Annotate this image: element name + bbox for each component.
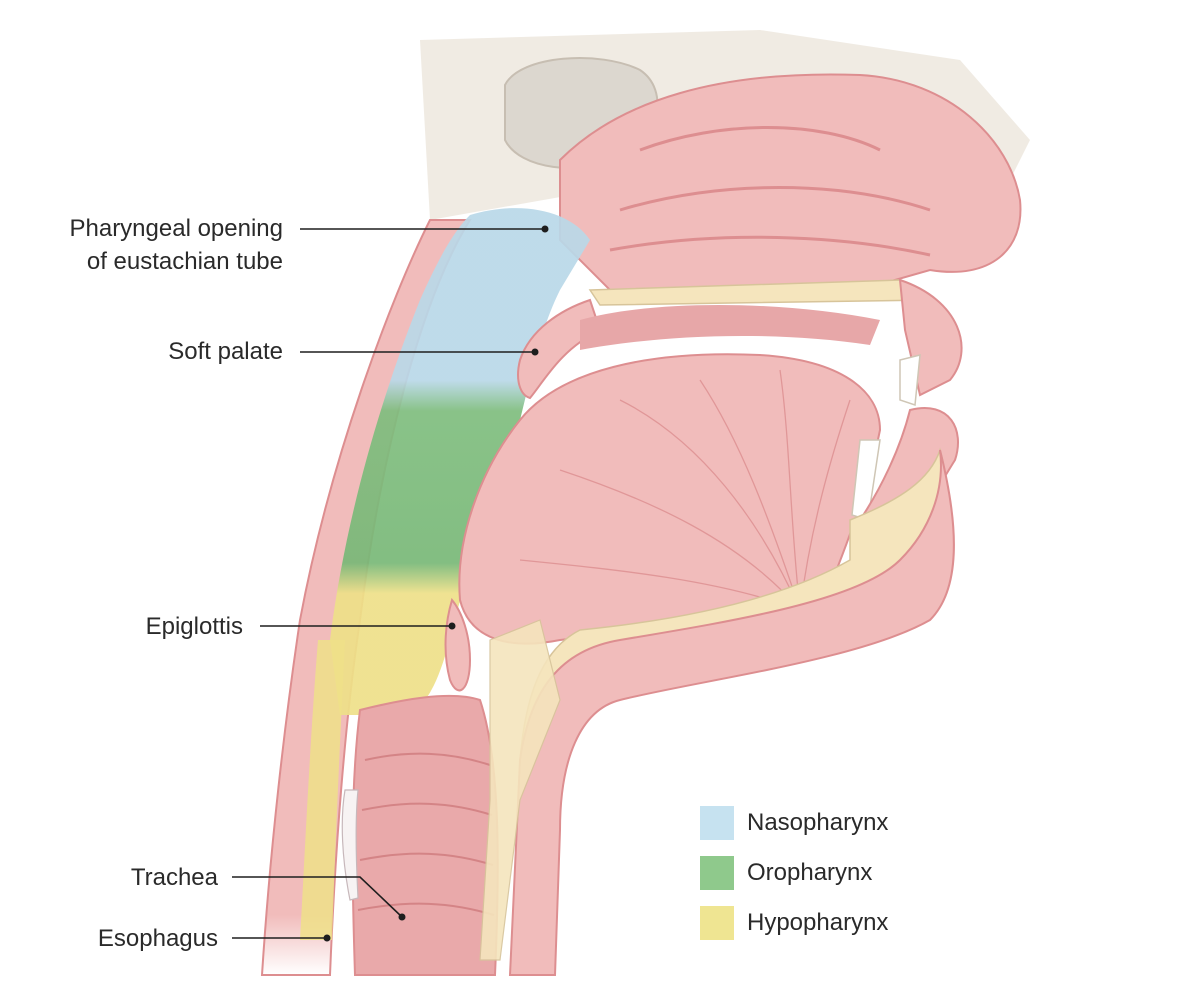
legend-label-nasopharynx: Nasopharynx — [747, 809, 889, 836]
dot-trachea — [398, 913, 406, 921]
leader-dots — [323, 225, 549, 942]
larynx-trachea — [351, 694, 499, 976]
dot-eustachian — [541, 225, 549, 233]
dot-epiglottis — [448, 622, 456, 630]
tracheal-rings — [357, 752, 495, 916]
pharynx-airway — [330, 208, 590, 716]
legend-swatch-nasopharynx — [700, 806, 734, 840]
legend-label-oropharynx: Oropharynx — [747, 859, 873, 886]
legend-swatch-oropharynx — [700, 856, 734, 890]
nasal-turbinate-upper — [639, 126, 881, 152]
hypopharynx-lower — [300, 640, 345, 940]
nasal-turbinate-lower — [609, 235, 931, 257]
dot-esophagus — [323, 934, 331, 942]
dot-soft-palate — [531, 348, 539, 356]
label-pharyngeal-opening-line2: of eustachian tube — [86, 248, 283, 275]
label-esophagus: Esophagus — [97, 925, 218, 952]
label-pharyngeal-opening-line1: Pharyngeal opening — [69, 215, 283, 242]
label-epiglottis: Epiglottis — [145, 613, 243, 640]
nasal-turbinate-middle — [619, 186, 931, 212]
label-pharyngeal-opening: Pharyngeal opening of eustachian tube — [69, 212, 283, 278]
oral-cavity-roof — [580, 305, 880, 350]
label-soft-palate: Soft palate — [168, 338, 283, 365]
vocal-fold — [341, 789, 359, 901]
leader-trachea — [232, 876, 403, 918]
legend-swatch-hypopharynx — [700, 906, 734, 940]
hyoid-cartilage-region — [479, 619, 561, 961]
legend-label-hypopharynx: Hypopharynx — [747, 909, 889, 936]
anterior-neck — [508, 449, 955, 976]
leader-lines — [232, 228, 545, 939]
soft-palate — [517, 298, 602, 400]
upper-incisor — [899, 354, 921, 407]
label-trachea: Trachea — [130, 864, 218, 891]
